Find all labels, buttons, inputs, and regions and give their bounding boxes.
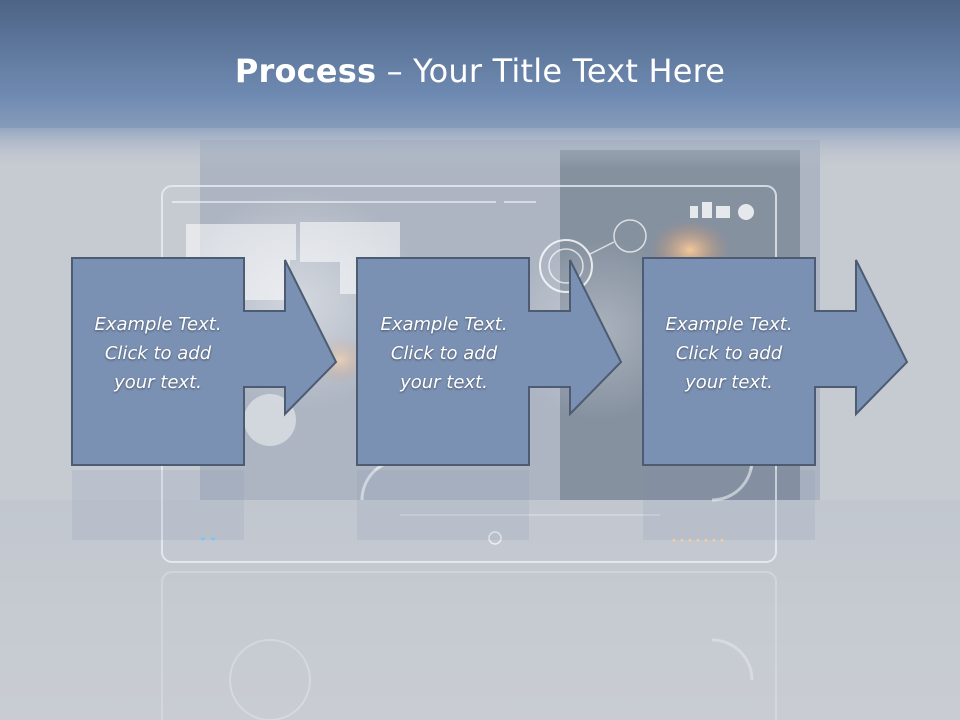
step-text-line: Click to add — [675, 343, 783, 364]
step-text-line: Example Text. — [94, 314, 222, 335]
process-step-2-shape — [356, 257, 623, 466]
step-text-line: Example Text. — [380, 314, 508, 335]
process-step-1-text[interactable]: Example Text. Click to add your text. — [72, 310, 244, 397]
slide-title[interactable]: Process – Your Title Text Here — [0, 52, 960, 90]
slide-title-rest: – Your Title Text Here — [376, 52, 726, 90]
process-step-3-shape — [642, 257, 909, 466]
slide-title-bold: Process — [234, 52, 377, 90]
process-step-3-text[interactable]: Example Text. Click to add your text. — [643, 310, 815, 397]
step-text-line: your text. — [685, 372, 773, 393]
step-text-line: your text. — [400, 372, 488, 393]
process-step-1-shape — [71, 257, 338, 466]
step-text-line: Click to add — [390, 343, 498, 364]
step-text-line: your text. — [114, 372, 202, 393]
process-step-2-text[interactable]: Example Text. Click to add your text. — [358, 310, 530, 397]
step-text-line: Click to add — [104, 343, 212, 364]
step-text-line: Example Text. — [665, 314, 793, 335]
